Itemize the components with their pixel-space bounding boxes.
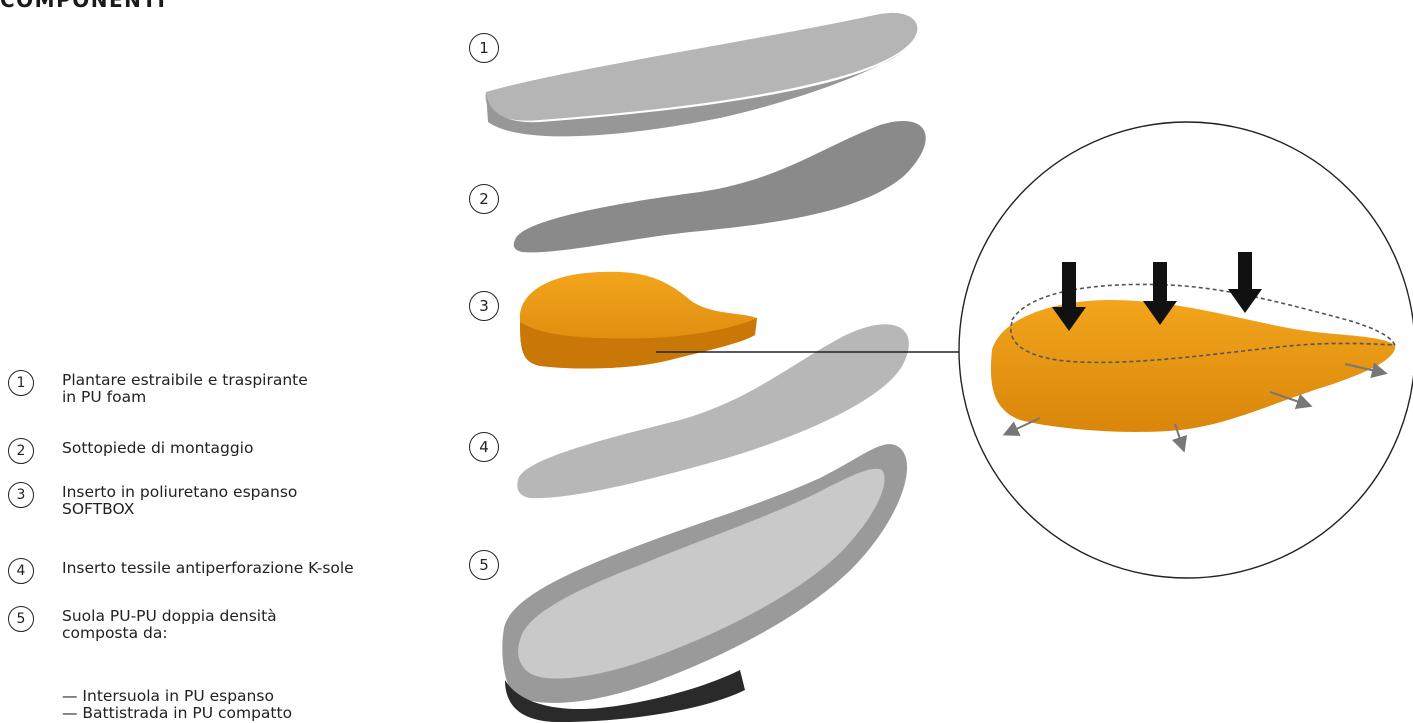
component-badge-4: 4 — [469, 432, 499, 462]
component-badge-1: 1 — [469, 33, 499, 63]
assembly-insole-layer — [514, 121, 926, 252]
softbox-insert-layer — [520, 272, 757, 369]
component-badge-2: 2 — [469, 184, 499, 214]
component-badge-5: 5 — [469, 550, 499, 580]
component-badge-3: 3 — [469, 291, 499, 321]
insole-layer — [485, 13, 917, 136]
